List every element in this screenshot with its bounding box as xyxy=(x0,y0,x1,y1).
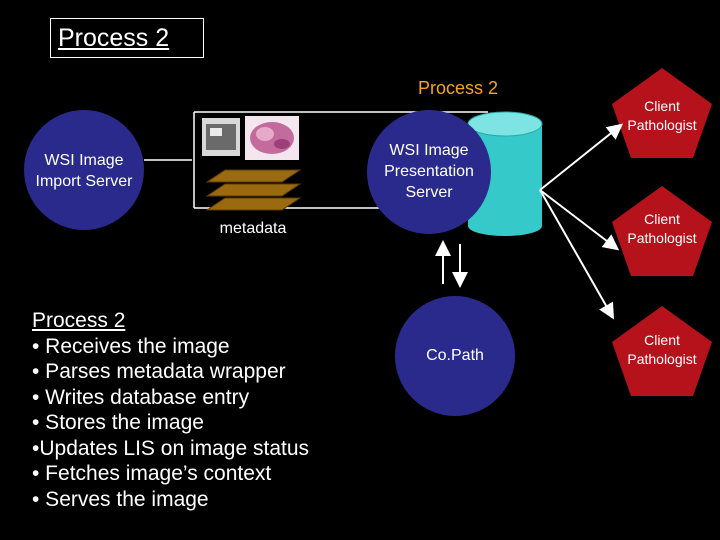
list-item: • Writes database entry xyxy=(32,385,250,409)
arrow-to-client-3 xyxy=(539,189,614,320)
metadata-layers-icon xyxy=(205,169,302,211)
metadata-label: metadata xyxy=(219,220,287,237)
list-item: •Updates LIS on image status xyxy=(32,436,310,460)
arrow-to-client-2 xyxy=(539,189,620,251)
arrow-to-client-1 xyxy=(539,123,624,191)
process-steps-heading: Process 2 xyxy=(32,309,126,332)
title-box xyxy=(50,18,204,58)
list-item: • Serves the image xyxy=(32,487,209,511)
list-item: • Receives the image xyxy=(32,334,230,358)
client-label-3: Client Pathologist xyxy=(627,332,697,367)
tissue-image-icon xyxy=(245,116,299,160)
list-item: • Fetches image’s context xyxy=(32,462,272,485)
import-server-label: WSI Image Import Server xyxy=(35,152,133,190)
process-steps-list: Process 2 • Receives the image • Parses … xyxy=(32,308,309,512)
process-subtitle: Process 2 xyxy=(418,78,499,98)
client-pentagon-3 xyxy=(612,306,712,396)
copath-node xyxy=(395,296,515,416)
client-pentagon-1 xyxy=(612,68,712,158)
client-pentagon-2 xyxy=(612,186,712,276)
list-item: • Stores the image xyxy=(32,411,204,434)
list-item: • Parses metadata wrapper xyxy=(32,360,286,383)
import-server-node xyxy=(24,110,144,230)
presentation-server-label: WSI Image Presentation Server xyxy=(384,142,474,201)
presentation-server-node xyxy=(367,110,491,234)
client-label-1: Client Pathologist xyxy=(627,98,697,133)
copath-label: Co.Path xyxy=(426,347,484,364)
slide-title: Process 2 xyxy=(58,24,170,52)
wsi-thumbnail-icon xyxy=(202,118,240,156)
client-label-2: Client Pathologist xyxy=(627,211,697,246)
